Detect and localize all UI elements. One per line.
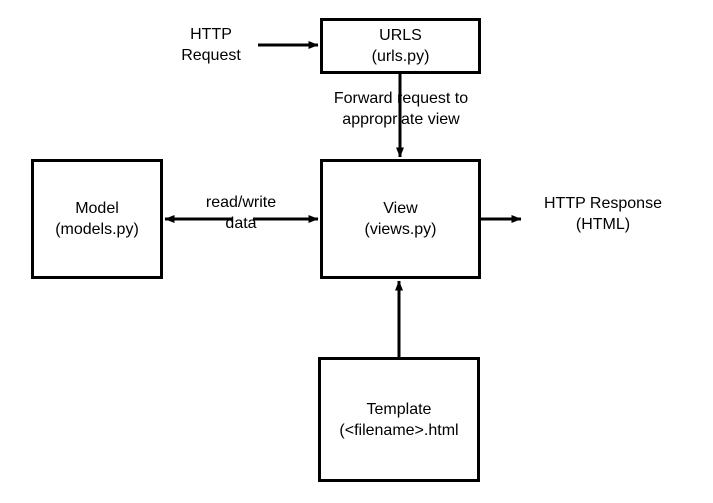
urls-box[interactable]: URLS (urls.py) <box>320 18 481 74</box>
http-response-label-line1: HTTP Response <box>544 195 662 212</box>
template-box[interactable]: Template (<filename>.html <box>318 357 480 482</box>
model-box[interactable]: Model (models.py) <box>31 159 163 279</box>
forward-request-label: Forward request to appropriate view <box>310 88 492 130</box>
view-box-title: View <box>383 200 418 217</box>
view-box[interactable]: View (views.py) <box>320 159 481 279</box>
http-request-label: HTTP Request <box>166 24 256 66</box>
http-response-label-line2: (HTML) <box>575 216 631 233</box>
read-write-data-label-line2: data <box>225 215 257 232</box>
urls-box-subtitle: (urls.py) <box>371 48 430 65</box>
http-response-label: HTTP Response (HTML) <box>528 193 678 235</box>
read-write-data-label-line1: read/write <box>205 194 277 211</box>
http-request-label-line1: HTTP <box>190 26 232 43</box>
urls-box-title: URLS <box>379 27 422 44</box>
template-box-title: Template <box>366 400 432 418</box>
view-box-subtitle: (views.py) <box>364 221 437 238</box>
forward-request-label-line2: appropriate view <box>342 111 460 128</box>
model-box-subtitle: (models.py) <box>55 221 139 238</box>
read-write-data-label: read/write data <box>196 192 286 234</box>
model-box-title: Model <box>75 200 119 217</box>
template-box-subtitle: (<filename>.html <box>339 421 459 439</box>
forward-request-label-line1: Forward request to <box>333 90 469 107</box>
http-request-label-line2: Request <box>181 47 241 64</box>
